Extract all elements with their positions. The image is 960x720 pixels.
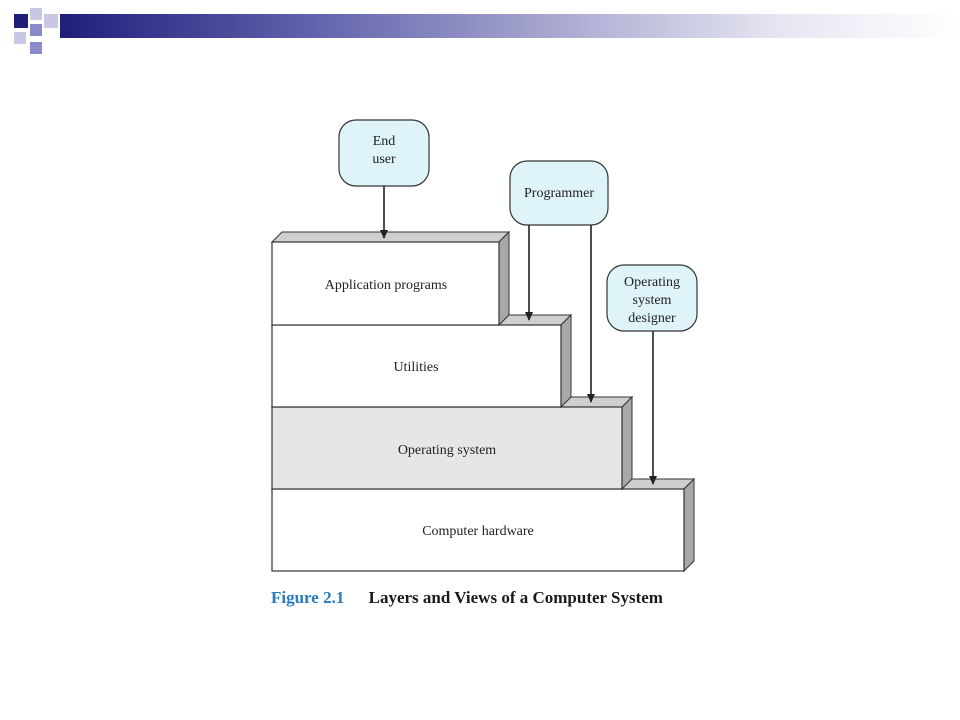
decor-square-2 (30, 8, 42, 20)
layer-label: Utilities (393, 360, 438, 375)
layer-label: Application programs (325, 278, 447, 293)
figure-title: Layers and Views of a Computer System (368, 588, 663, 607)
layer-label: Computer hardware (422, 524, 534, 539)
actor-end-user: End user (338, 119, 430, 187)
decor-square-1 (14, 14, 28, 28)
actor-label: system (633, 293, 672, 308)
decor-square-3 (44, 14, 58, 28)
layer-computer-hardware: Computer hardware (270, 477, 696, 573)
decor-square-5 (14, 32, 26, 44)
actor-label: designer (628, 311, 676, 326)
header-gradient-band (60, 14, 960, 38)
layer-application-programs: Application programs (270, 230, 511, 327)
decor-square-4 (30, 24, 42, 36)
actor-label: user (372, 152, 396, 167)
actor-os-designer: Operating system designer (606, 264, 698, 332)
actor-label: Operating (624, 275, 680, 290)
figure-caption: Figure 2.1 Layers and Views of a Compute… (271, 588, 663, 608)
layer-operating-system: Operating system (270, 395, 634, 491)
decor-square-6 (30, 42, 42, 54)
layer-label: Operating system (398, 443, 496, 458)
actor-label: End (373, 134, 396, 149)
layer-utilities: Utilities (270, 313, 573, 409)
actor-label: Programmer (524, 186, 594, 201)
figure-number: Figure 2.1 (271, 588, 345, 607)
actor-programmer: Programmer (509, 160, 609, 226)
